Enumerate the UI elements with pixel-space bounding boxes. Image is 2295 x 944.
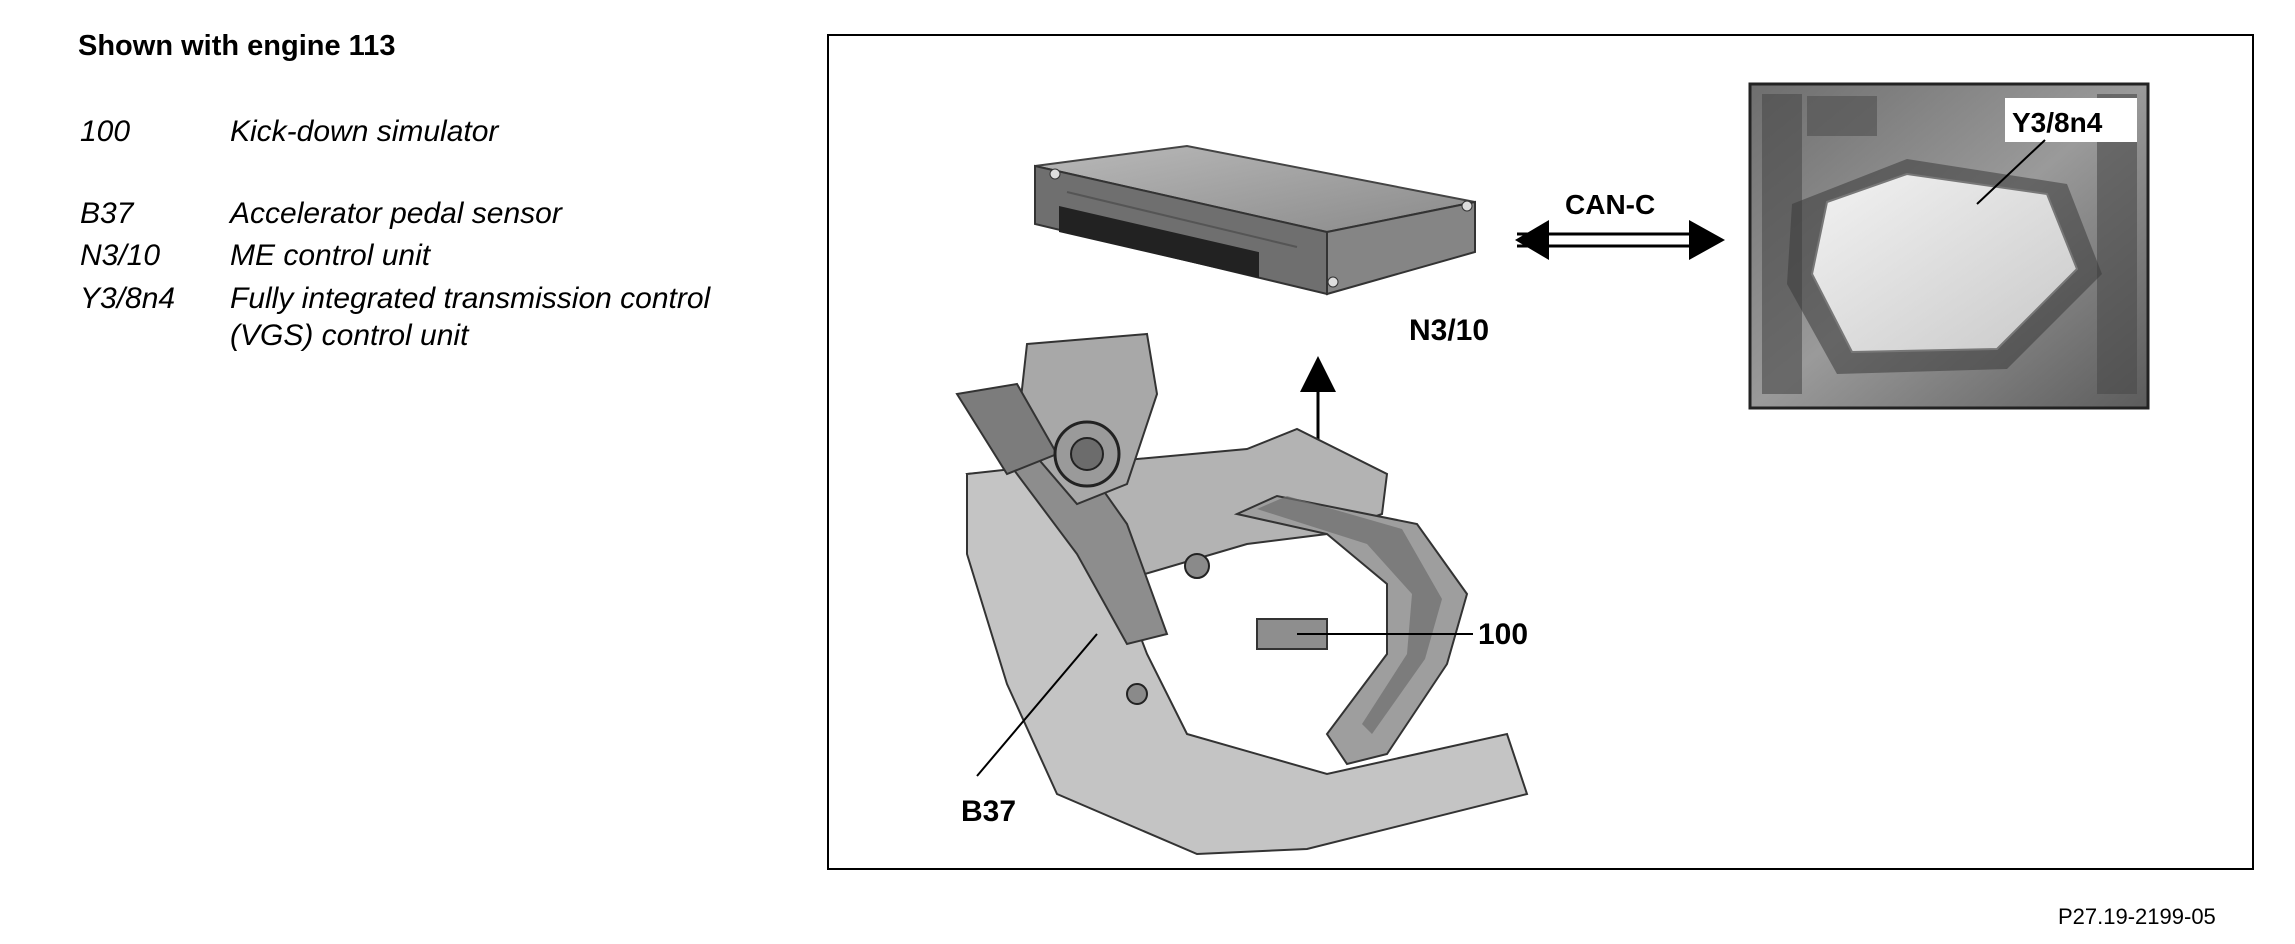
leader-line-b37: [976, 633, 1098, 777]
figure-reference: P27.19-2199-05: [2058, 904, 2216, 929]
legend-description: ME control unit: [230, 239, 431, 272]
legend-code: 100: [80, 115, 131, 148]
legend-description: Accelerator pedal sensor: [230, 197, 562, 230]
figure-frame: [827, 34, 2254, 870]
label-b37: B37: [961, 795, 1016, 828]
legend-description: Fully integrated transmission control (V…: [230, 282, 711, 352]
legend-description: Kick-down simulator: [230, 115, 499, 148]
legend-code: B37: [80, 197, 134, 230]
legend-code: N3/10: [80, 239, 161, 272]
legend-code: Y3/8n4: [80, 282, 176, 315]
accelerator-pedal-illustration: [955, 332, 1529, 856]
label-n3-10: N3/10: [1409, 314, 1489, 347]
transmission-control-unit-photo: [1748, 82, 2150, 410]
label-can-c: CAN-C: [1565, 189, 1655, 220]
system-diagram: N3/10 CAN-C Y3/8n4: [955, 82, 2150, 856]
label-y3-8n4: Y3/8n4: [2012, 107, 2103, 138]
label-100: 100: [1478, 618, 1528, 651]
page-title: Shown with engine 113: [78, 30, 396, 62]
me-control-unit-illustration: [1034, 144, 1476, 296]
can-c-double-arrow: [1515, 220, 1725, 260]
